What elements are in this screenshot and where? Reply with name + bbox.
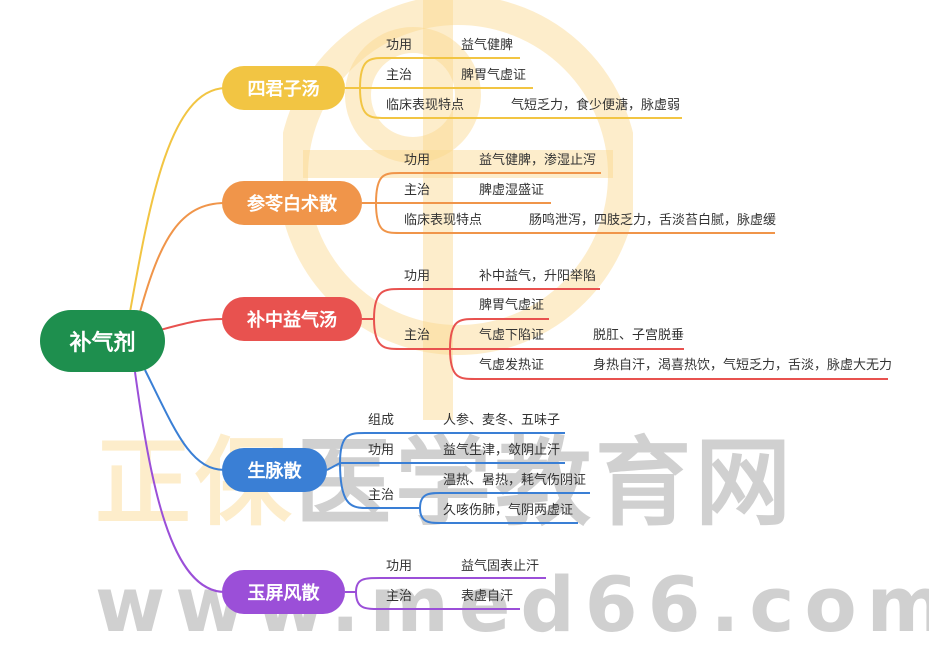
branch-node-buzhongyiqitang[interactable]: 补中益气汤 bbox=[222, 297, 362, 341]
sub-item-key: 温热、暑热，耗气伤阴证 bbox=[443, 473, 587, 488]
item-value: 益气生津，敛阴止汗 bbox=[443, 443, 561, 458]
sub-item-value: 脱肛、子宫脱垂 bbox=[593, 328, 685, 343]
root-node[interactable]: 补气剂 bbox=[40, 310, 165, 372]
item-key: 临床表现特点 bbox=[404, 213, 483, 228]
item-key: 主治 bbox=[404, 183, 431, 198]
item-key: 临床表现特点 bbox=[386, 98, 465, 113]
item-value: 表虚自汗 bbox=[461, 589, 514, 604]
item-value: 脾胃气虚证 bbox=[461, 68, 527, 83]
item-key: 主治 bbox=[404, 328, 431, 343]
branch-node-yupingfengsan[interactable]: 玉屏风散 bbox=[222, 570, 345, 614]
item-key: 功用 bbox=[368, 443, 395, 458]
item-value: 补中益气，升阳举陷 bbox=[479, 269, 597, 284]
item-key: 主治 bbox=[386, 68, 413, 83]
item-key: 功用 bbox=[386, 559, 413, 574]
item-key: 功用 bbox=[404, 153, 431, 168]
item-key: 主治 bbox=[368, 488, 395, 503]
sub-item-key: 久咳伤肺，气阴两虚证 bbox=[443, 503, 574, 518]
item-key: 功用 bbox=[386, 38, 413, 53]
item-value: 气短乏力，食少便溏，脉虚弱 bbox=[511, 98, 681, 113]
sub-item-key: 脾胃气虚证 bbox=[479, 298, 545, 313]
item-value: 人参、麦冬、五味子 bbox=[443, 413, 561, 428]
item-value: 脾虚湿盛证 bbox=[479, 183, 545, 198]
item-value: 益气健脾，渗湿止泻 bbox=[479, 153, 597, 168]
sub-item-key: 气虚下陷证 bbox=[479, 328, 545, 343]
branch-node-shengmaisan[interactable]: 生脉散 bbox=[222, 448, 327, 492]
item-value: 肠鸣泄泻，四肢乏力，舌淡苔白腻，脉虚缓 bbox=[529, 213, 777, 228]
sub-item-key: 气虚发热证 bbox=[479, 358, 545, 373]
item-key: 功用 bbox=[404, 269, 431, 284]
sub-item-value: 身热自汗，渴喜热饮，气短乏力，舌淡，脉虚大无力 bbox=[593, 358, 893, 373]
item-key: 主治 bbox=[386, 589, 413, 604]
item-value: 益气健脾 bbox=[461, 38, 514, 53]
branch-node-shenlingbaizhusan[interactable]: 参苓白术散 bbox=[222, 181, 362, 225]
item-key: 组成 bbox=[368, 413, 395, 428]
item-value: 益气固表止汗 bbox=[461, 559, 540, 574]
branch-node-sijunzitang[interactable]: 四君子汤 bbox=[222, 66, 345, 110]
